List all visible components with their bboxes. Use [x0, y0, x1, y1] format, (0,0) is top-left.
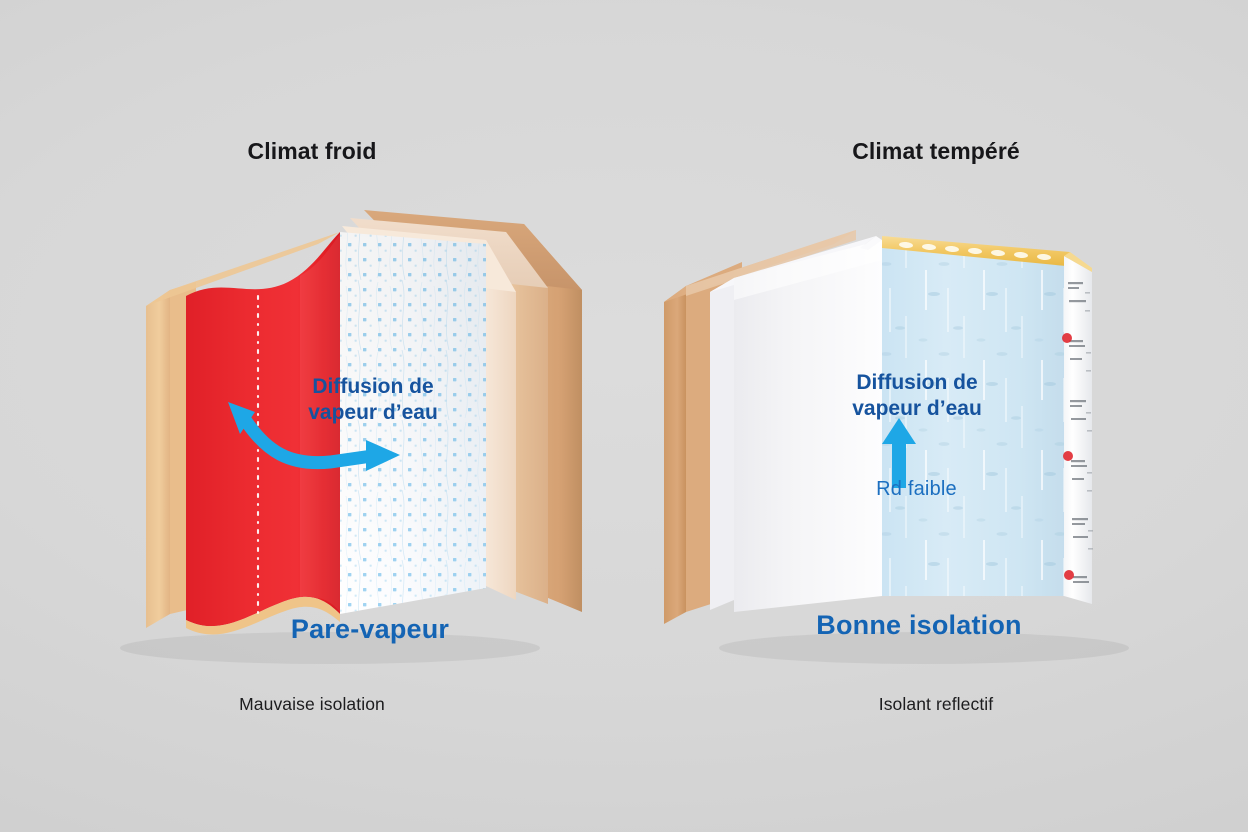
- layer-wood-side: [664, 286, 686, 624]
- panel-title-temperate: Climat tempéré: [852, 138, 1020, 164]
- wall-illustration-cold: [120, 210, 582, 664]
- panel-title-cold: Climat froid: [247, 138, 377, 164]
- panel-temperate-climate: Climat tempéré: [624, 0, 1248, 832]
- layer-plasterboard-side: [710, 278, 734, 610]
- layer-front-white-face: [734, 240, 882, 612]
- layer-left-wood-top: [146, 232, 340, 306]
- layer-wood-top-bevel: [686, 230, 856, 296]
- panel-caption-cold: Mauvaise isolation: [239, 694, 385, 714]
- front-face-top-highlight: [734, 240, 882, 300]
- wall-illustration-temperate: [664, 230, 1129, 664]
- wall-shadow: [719, 632, 1129, 664]
- layer-beige-board-side: [506, 232, 548, 604]
- bubble-foil-bubbles: [899, 241, 1051, 261]
- vapor-diffusion-arrow-cold: [228, 402, 400, 471]
- layer-left-wood-side: [146, 290, 170, 628]
- foil-edge-top-cap: [1064, 252, 1092, 272]
- vapor-barrier-bottom-edge: [186, 596, 340, 635]
- insulation-shading: [340, 232, 486, 614]
- front-top-edge: [860, 236, 882, 250]
- panel-caption-temperate: Isolant reflectif: [878, 694, 994, 714]
- wall-shadow: [120, 632, 540, 664]
- layer-light-board-side: [486, 240, 516, 600]
- foil-print-marks: [1062, 282, 1093, 583]
- vapor-barrier-highlight: [300, 234, 340, 612]
- panel-cold-climate: Climat froid: [120, 138, 582, 714]
- reflective-insulation-texture: [882, 240, 1064, 596]
- vapor-diffusion-arrow-temperate: [882, 418, 916, 488]
- reflective-insulation-sheen: [882, 240, 1064, 596]
- layer-vapor-barrier-red: [186, 232, 340, 627]
- layer-printed-foil-edge: [1064, 256, 1092, 604]
